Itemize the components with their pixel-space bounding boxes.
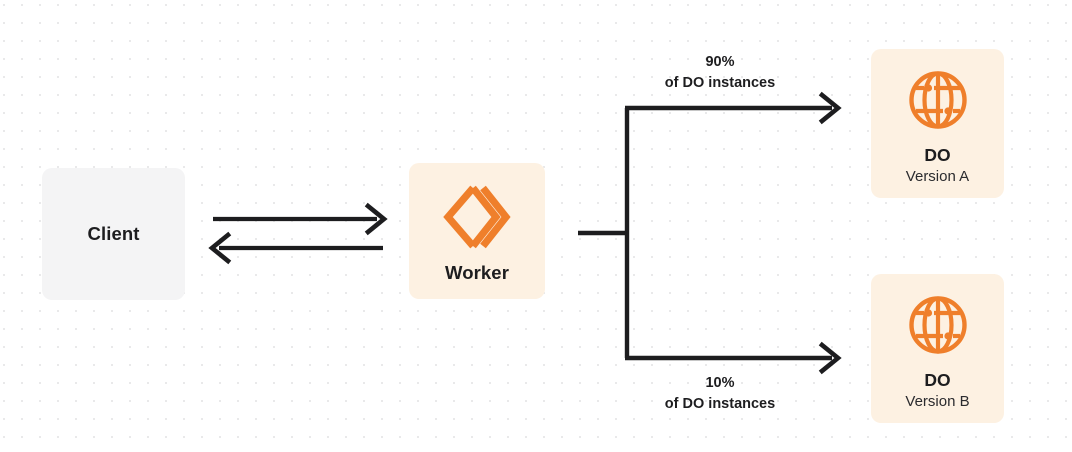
- node-worker: Worker: [409, 163, 545, 299]
- node-do-version-a-subtitle: Version A: [905, 167, 970, 185]
- edge-label-top-description: of DO instances: [664, 74, 776, 91]
- edge-label-top-percent: 90%: [705, 54, 735, 70]
- globe-icon: [907, 69, 969, 131]
- node-do-version-a: DO Version A: [871, 49, 1004, 198]
- edge-label-bottom-percent: 10%: [705, 375, 735, 391]
- edge-label-top: 90% of DO instances: [600, 52, 840, 93]
- edge-label-bottom: 10% of DO instances: [600, 373, 840, 414]
- node-worker-label: Worker: [444, 262, 509, 283]
- node-client: Client: [42, 168, 185, 300]
- edge-label-bottom-description: of DO instances: [664, 395, 776, 412]
- arrow-client-to-worker: [213, 202, 388, 236]
- cloudflare-workers-logo-icon: [443, 184, 511, 250]
- node-do-version-b-title: DO: [924, 370, 951, 391]
- node-client-label: Client: [87, 223, 140, 244]
- node-do-version-b-subtitle: Version B: [905, 392, 970, 410]
- globe-icon: [907, 294, 969, 356]
- node-do-version-b: DO Version B: [871, 274, 1004, 423]
- branch-connector: [578, 91, 842, 375]
- arrow-worker-to-client: [208, 231, 383, 265]
- node-do-version-a-title: DO: [924, 145, 951, 166]
